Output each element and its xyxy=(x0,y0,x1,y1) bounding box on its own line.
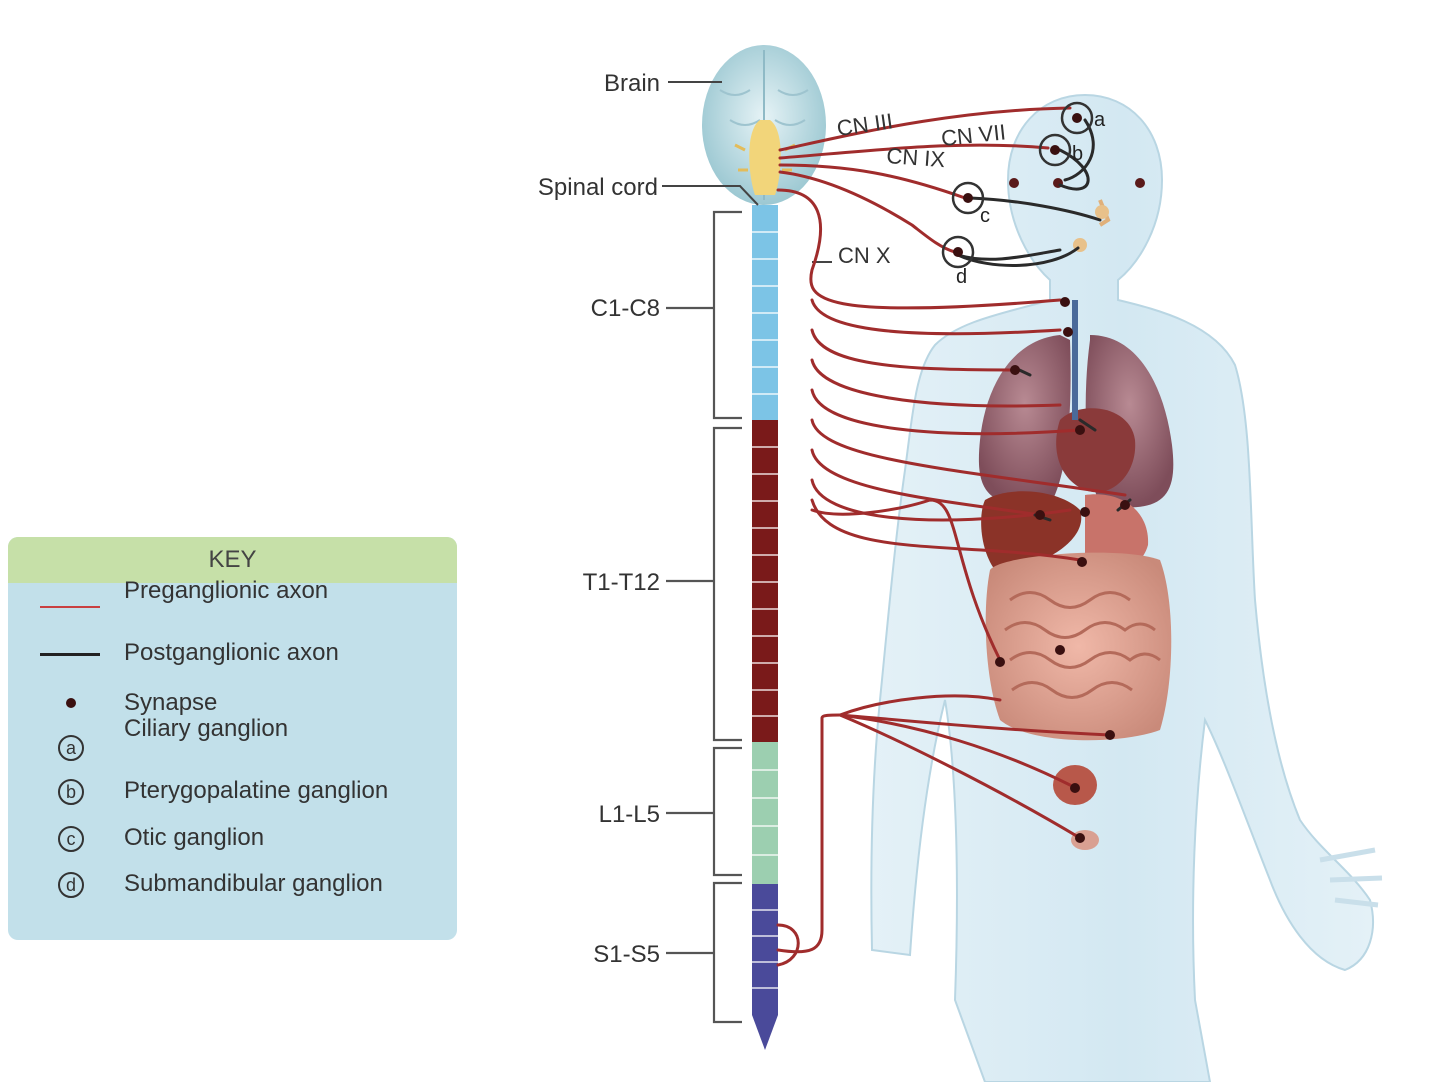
legend-item-preganglionic: Preganglionic axon xyxy=(8,577,457,609)
ganglion-letter-b: b xyxy=(1072,143,1083,165)
legend-label: Submandibular ganglion xyxy=(124,870,383,897)
spinal-column xyxy=(752,205,778,1050)
legend-item-postganglionic: Postganglionic axon xyxy=(8,639,457,669)
legend-label: Postganglionic axon xyxy=(124,639,339,666)
legend-item-ciliary: a Ciliary ganglion xyxy=(8,715,457,763)
legend-item-synapse: Synapse xyxy=(8,689,457,719)
legend-key: KEY Preganglionic axon Postganglionic ax… xyxy=(8,537,457,940)
circled-c-icon: c xyxy=(58,826,84,852)
ganglion-letter-d: d xyxy=(956,266,967,288)
ganglion-letter-a: a xyxy=(1094,109,1106,131)
preganglionic-axons xyxy=(776,106,1127,967)
legend-label: Pterygopalatine ganglion xyxy=(124,777,389,804)
brain xyxy=(702,45,826,205)
legend-item-submandibular: d Submandibular ganglion xyxy=(8,870,457,902)
circled-d-icon: d xyxy=(58,872,84,898)
circled-b-icon: b xyxy=(58,779,84,805)
label-l1-l5: L1-L5 xyxy=(599,801,660,828)
label-spinal-cord: Spinal cord xyxy=(538,174,658,201)
synapse-dot-icon xyxy=(66,698,76,708)
label-s1-s5: S1-S5 xyxy=(593,941,660,968)
legend-label: Synapse xyxy=(124,689,218,716)
region-brackets xyxy=(666,210,742,1024)
circled-a-icon: a xyxy=(58,735,84,761)
label-cn-iii: CN III xyxy=(835,108,894,141)
label-cn-ix: CN IX xyxy=(886,143,947,172)
label-cn-x: CN X xyxy=(838,243,891,268)
label-t1-t12: T1-T12 xyxy=(583,569,660,596)
label-c1-c8: C1-C8 xyxy=(591,295,660,322)
legend-title: KEY xyxy=(8,537,457,583)
red-line-icon xyxy=(40,606,100,608)
legend-item-otic: c Otic ganglion xyxy=(8,824,457,856)
synapse-dots xyxy=(953,113,1130,843)
ganglion-letter-c: c xyxy=(980,205,990,227)
black-line-icon xyxy=(40,653,100,656)
legend-label: Otic ganglion xyxy=(124,824,265,851)
ganglion-rings xyxy=(941,101,1094,269)
legend-label: Ciliary ganglion xyxy=(124,715,289,742)
legend-label: Preganglionic axon xyxy=(124,577,329,604)
legend-item-pterygopalatine: b Pterygopalatine ganglion xyxy=(8,777,457,809)
label-brain: Brain xyxy=(604,70,660,97)
abdominal-organs xyxy=(981,491,1172,850)
